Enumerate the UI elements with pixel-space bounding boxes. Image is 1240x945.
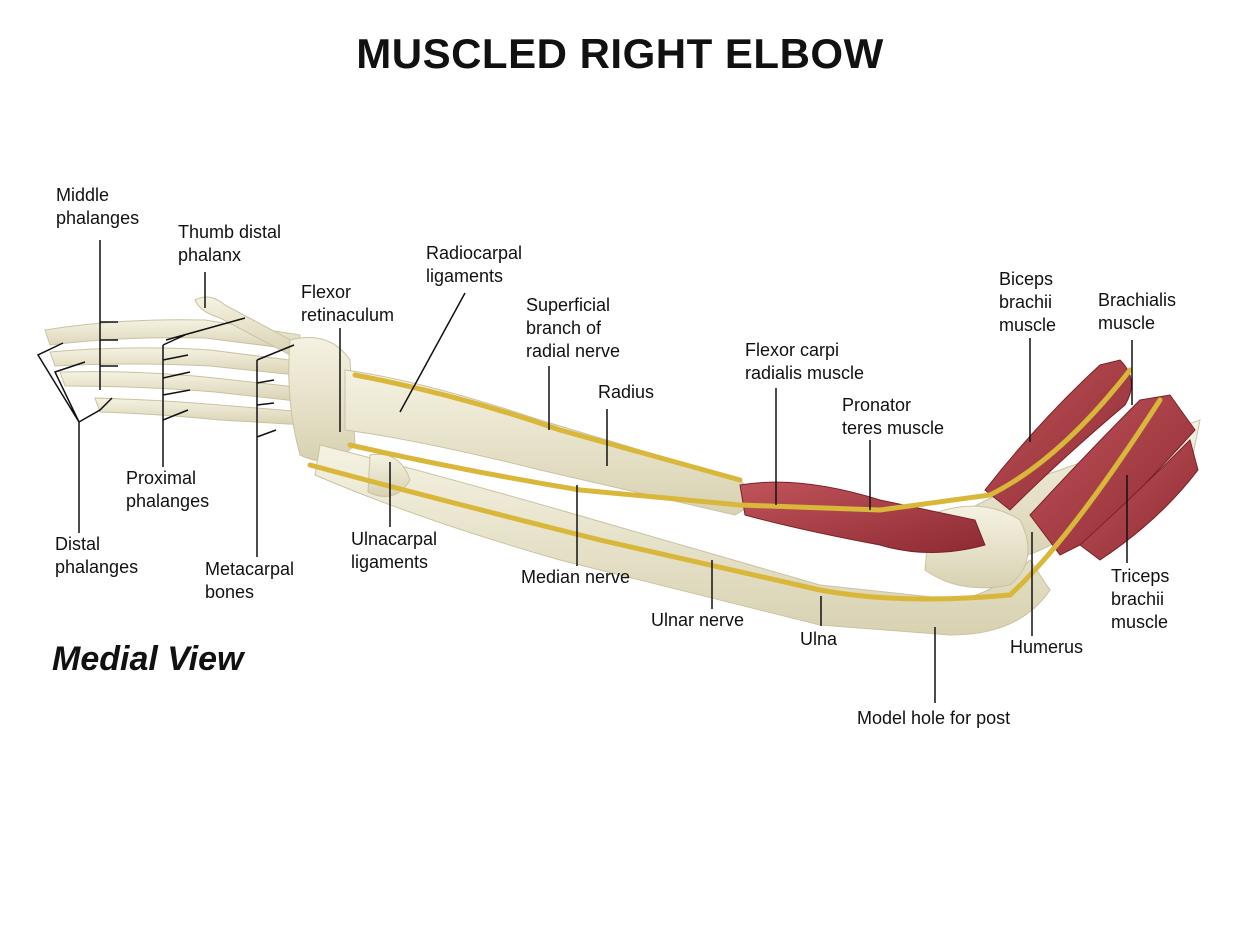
label-biceps-brachii: Biceps brachii muscle xyxy=(999,269,1057,335)
median-nerve xyxy=(347,367,1133,513)
label-pronator-teres: Pronator teres muscle xyxy=(842,395,945,438)
label-radiocarpal-ligaments: Radiocarpal ligaments xyxy=(426,243,523,286)
label-metacarpal-bones: Metacarpal bones xyxy=(205,559,295,602)
leader-lines xyxy=(36,240,1133,703)
finger-bone-4 xyxy=(94,397,306,426)
leader-distal-phalanges xyxy=(36,342,113,533)
ulnar-nerve xyxy=(307,397,1163,602)
label-thumb-distal-phalanx: Thumb distal phalanx xyxy=(178,222,282,265)
label-distal-phalanges: Distal phalanges xyxy=(55,534,139,577)
label-middle-phalanges: Middle phalanges xyxy=(56,185,140,228)
label-radius: Radius xyxy=(598,382,655,402)
label-ulna: Ulna xyxy=(800,629,838,649)
finger-bone-3 xyxy=(59,371,306,403)
leader-radiocarpal-ligaments xyxy=(399,292,466,413)
nerves xyxy=(307,367,1163,602)
label-flexor-carpi-radialis: Flexor carpi radialis muscle xyxy=(745,340,865,383)
label-ulnar-nerve: Ulnar nerve xyxy=(651,610,745,630)
label-brachialis: Brachialis muscle xyxy=(1098,290,1177,333)
label-ulnacarpal-ligaments: Ulnacarpal ligaments xyxy=(351,529,438,572)
biceps-brachii-muscle xyxy=(984,359,1132,511)
superficial-radial-nerve xyxy=(352,372,743,483)
triceps-brachii-muscle xyxy=(1079,439,1199,561)
view-label: Medial View xyxy=(52,640,244,678)
label-triceps-brachii: Triceps brachii muscle xyxy=(1111,566,1170,632)
diagram-title: MUSCLED RIGHT ELBOW xyxy=(356,30,884,77)
label-model-hole-for-post: Model hole for post xyxy=(857,708,1011,728)
label-median-nerve: Median nerve xyxy=(521,567,631,587)
label-flexor-retinaculum: Flexor retinaculum xyxy=(301,282,395,325)
label-proximal-phalanges: Proximal phalanges xyxy=(126,468,210,511)
leader-middle-phalanges xyxy=(99,240,118,390)
leader-metacarpal-bones xyxy=(256,344,295,557)
flexor-carpi-radialis-muscle xyxy=(739,481,986,553)
label-superficial-branch-radial-nerve: Superficial branch of radial nerve xyxy=(526,295,621,361)
muscles xyxy=(739,359,1199,561)
leader-proximal-phalanges xyxy=(162,317,246,467)
label-humerus: Humerus xyxy=(1010,637,1084,657)
